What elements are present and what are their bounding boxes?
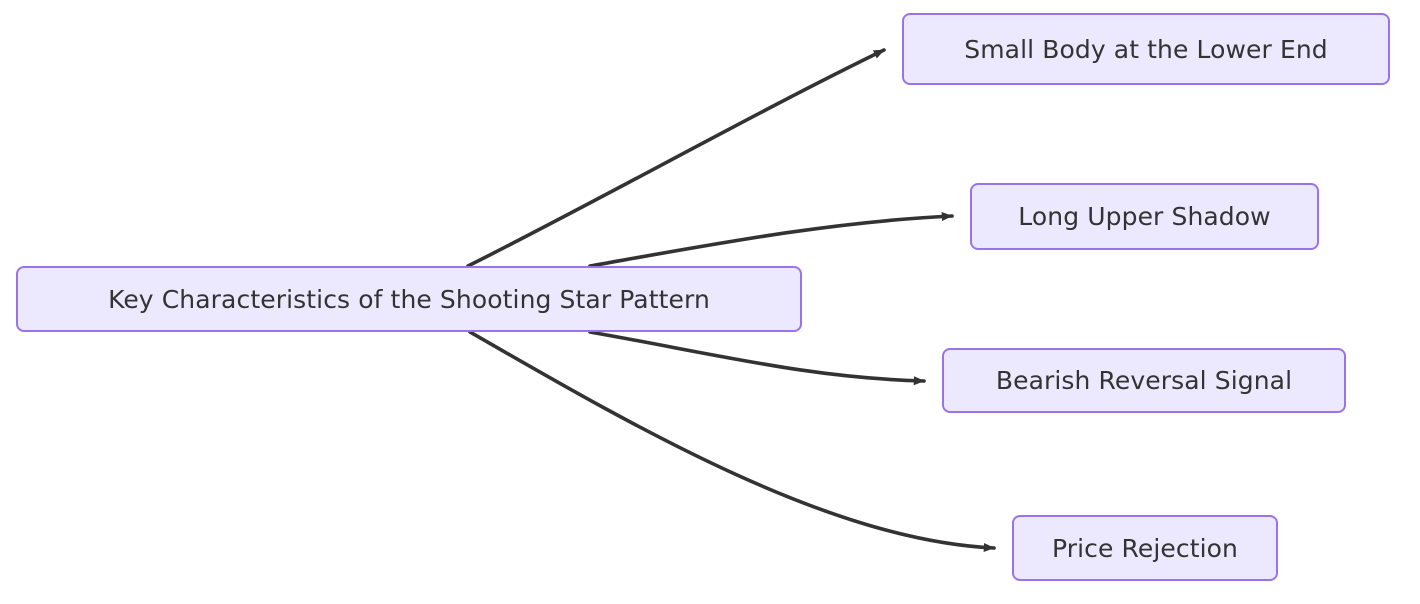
edge-root-to-price-rejection (468, 330, 996, 552)
node-long-upper-shadow[interactable]: Long Upper Shadow (970, 183, 1319, 250)
edge-root-to-long-shadow (588, 212, 954, 268)
node-root-label: Key Characteristics of the Shooting Star… (108, 284, 710, 314)
edge-root-to-small-body (466, 48, 886, 268)
node-bearish-reversal-signal-label: Bearish Reversal Signal (995, 366, 1293, 395)
node-root[interactable]: Key Characteristics of the Shooting Star… (16, 266, 802, 332)
node-price-rejection-label: Price Rejection (1051, 533, 1239, 563)
edge-root-to-bearish (588, 330, 926, 386)
node-bearish-reversal-signal[interactable]: Bearish Reversal Signal (942, 348, 1346, 413)
node-small-body-label: Small Body at the Lower End (964, 34, 1328, 64)
node-price-rejection[interactable]: Price Rejection (1012, 515, 1278, 581)
node-long-upper-shadow-label: Long Upper Shadow (1018, 202, 1271, 231)
node-small-body[interactable]: Small Body at the Lower End (902, 13, 1390, 85)
